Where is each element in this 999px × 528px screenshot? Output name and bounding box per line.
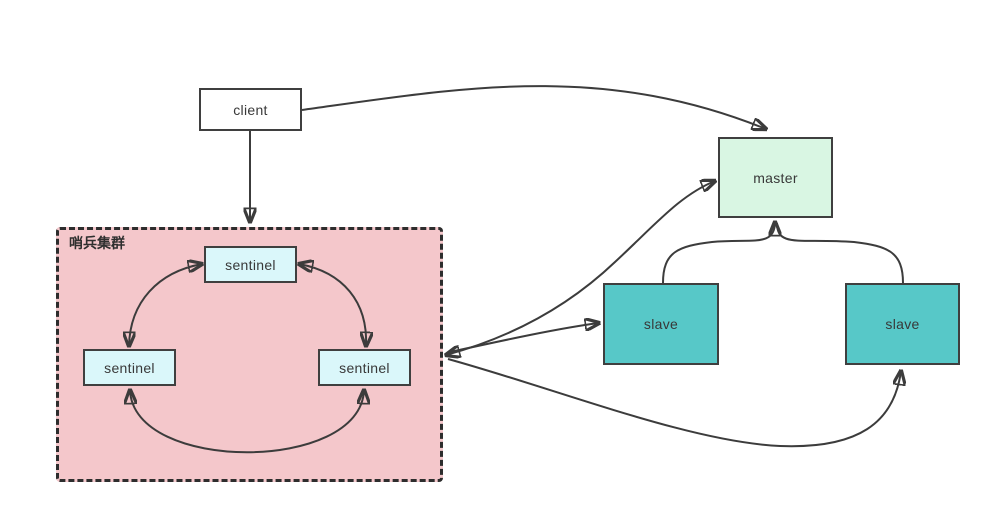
node-slave-left: slave	[603, 283, 719, 365]
edge-sentinel-cluster-master	[446, 181, 715, 355]
node-sentinel-top: sentinel	[204, 246, 297, 283]
edge-client-master	[301, 85, 766, 129]
node-slave-right: slave	[845, 283, 960, 365]
node-master: master	[718, 137, 833, 218]
edge-sentinel-top-right	[299, 264, 366, 346]
edge-sentinel-cluster-slave-right	[447, 358, 901, 448]
sentinel-cluster-label: 哨兵集群	[69, 235, 125, 251]
edge-sentinel-cluster-slave-left	[449, 323, 599, 353]
edge-sentinel-top-left	[129, 264, 202, 346]
edge-slave-left-master	[662, 222, 775, 284]
node-client: client	[199, 88, 302, 131]
edge-slave-right-master	[776, 222, 904, 284]
node-sentinel-left: sentinel	[83, 349, 176, 386]
edge-sentinel-left-right	[130, 390, 364, 454]
node-sentinel-right: sentinel	[318, 349, 411, 386]
